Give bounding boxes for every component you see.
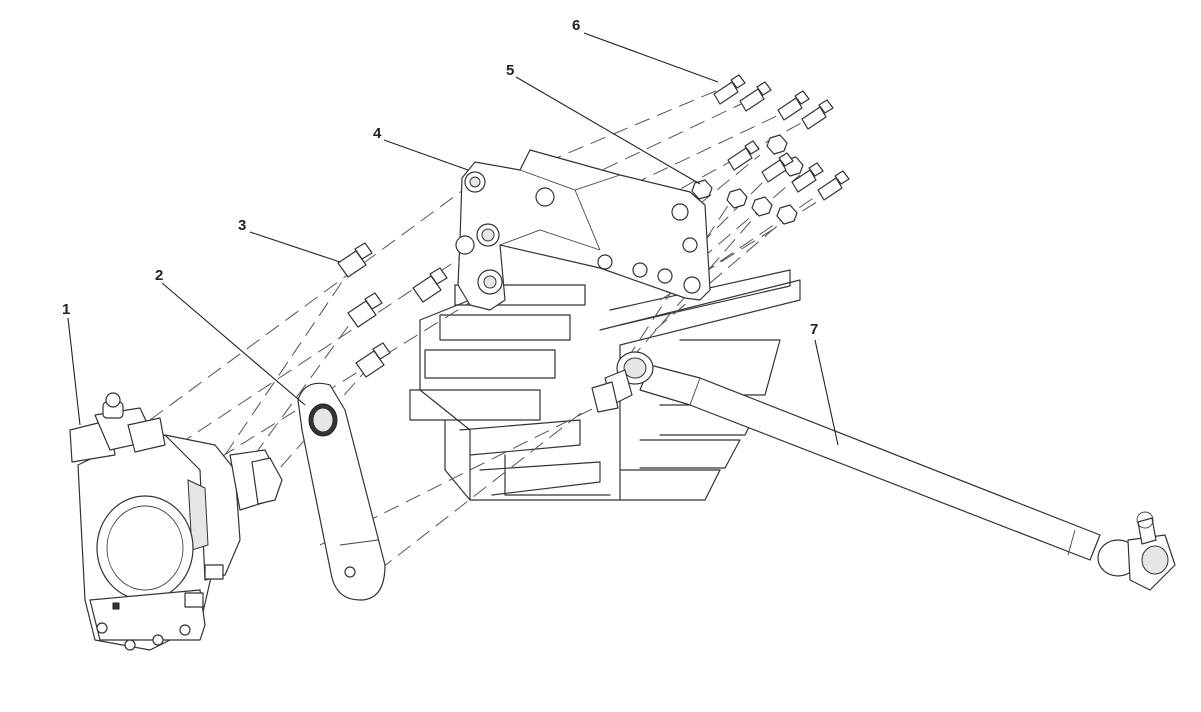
callout-1: 1 — [62, 301, 70, 318]
steering-gear-icon — [69, 392, 283, 651]
pitman-arm-icon — [297, 382, 386, 601]
callout-5: 5 — [506, 62, 514, 79]
bolt-icon-group-right — [713, 74, 850, 201]
leader-6 — [583, 32, 719, 83]
leader-4 — [383, 139, 469, 171]
leader-3 — [249, 231, 341, 263]
callout-2: 2 — [155, 267, 163, 284]
callout-3: 3 — [238, 217, 246, 234]
callout-6: 6 — [572, 17, 580, 34]
leader-7 — [814, 339, 839, 446]
mounting-bracket-icon — [455, 149, 711, 311]
leader-2 — [161, 282, 306, 406]
drag-link-icon — [591, 351, 1176, 591]
callout-numbers: 1 2 3 4 5 6 7 — [62, 17, 818, 338]
callout-7: 7 — [810, 321, 818, 338]
nut-icon — [691, 134, 804, 225]
leader-1 — [67, 317, 81, 426]
callout-4: 4 — [373, 125, 382, 142]
bolt-icon — [337, 242, 448, 378]
leader-5 — [515, 76, 701, 185]
callout-leaders — [67, 32, 839, 446]
